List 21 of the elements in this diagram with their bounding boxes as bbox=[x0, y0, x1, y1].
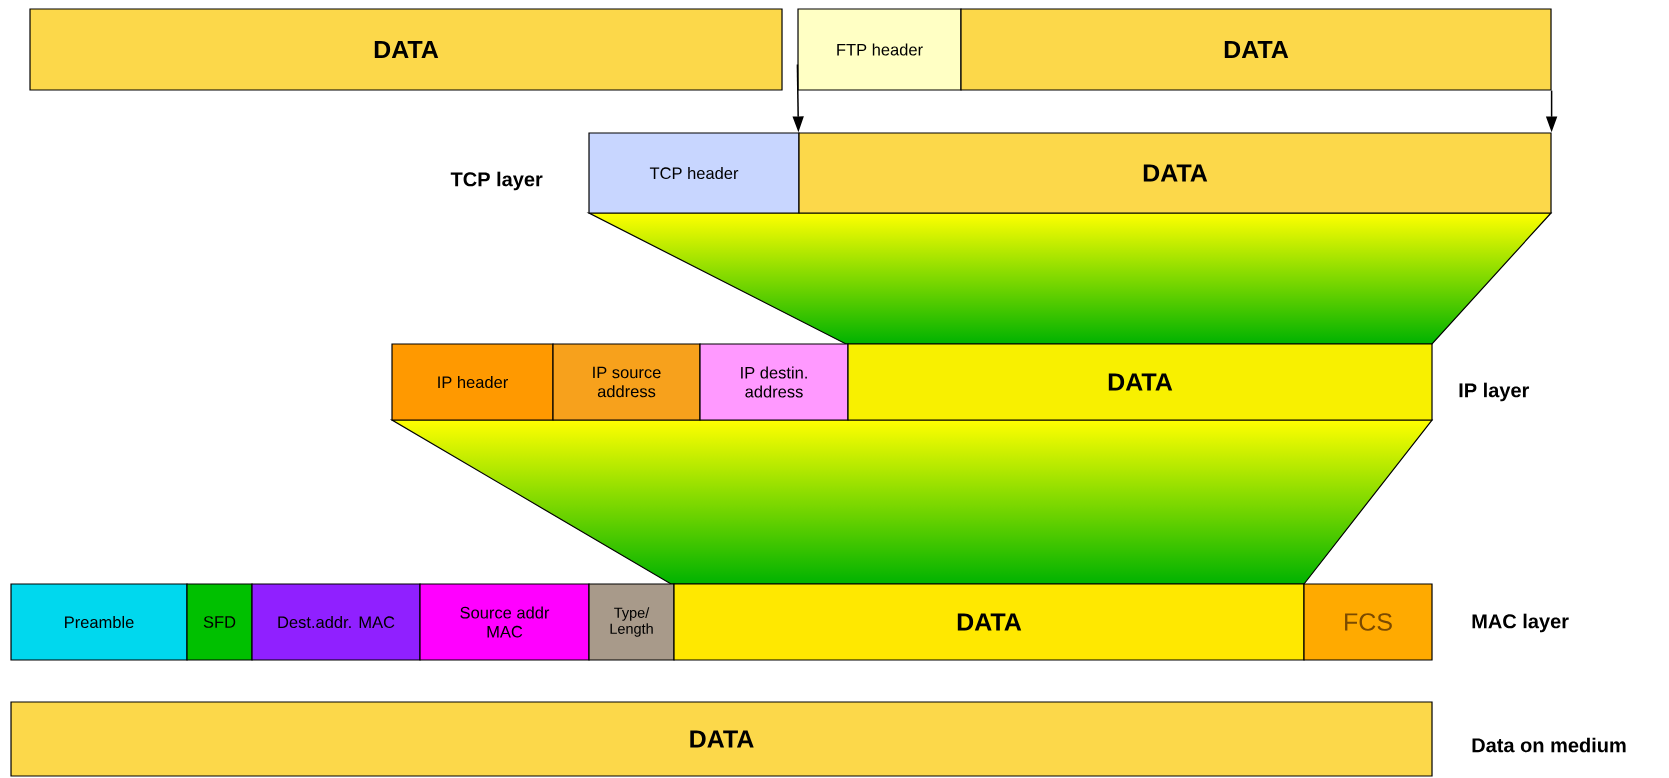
sfd-field: SFD bbox=[186, 583, 253, 661]
fcs-field: FCS bbox=[1303, 583, 1433, 661]
data-field: DATA bbox=[10, 701, 1433, 777]
preamble-field: Preamble bbox=[10, 583, 188, 661]
data-field: DATA bbox=[29, 8, 783, 91]
data-field: DATA bbox=[847, 343, 1433, 421]
address-field: Dest.addr. MAC bbox=[251, 583, 421, 661]
type-length-field: Type/ Length bbox=[588, 583, 675, 661]
layer-label: TCP layer bbox=[450, 171, 543, 191]
layer-label: Data on medium bbox=[1472, 737, 1626, 753]
address-field: Source addr MAC bbox=[419, 583, 590, 661]
layer-label: MAC layer bbox=[1472, 613, 1569, 633]
data-field: DATA bbox=[960, 8, 1552, 91]
header-field: TCP header bbox=[588, 132, 800, 214]
data-field: DATA bbox=[798, 132, 1552, 214]
layer-label: IP layer bbox=[1459, 382, 1530, 402]
data-field: DATA bbox=[673, 583, 1305, 661]
header-field: FTP header bbox=[797, 8, 962, 91]
header-field: IP source address bbox=[552, 343, 701, 421]
header-field: IP header bbox=[391, 343, 554, 421]
header-field: IP destin. address bbox=[699, 343, 849, 421]
